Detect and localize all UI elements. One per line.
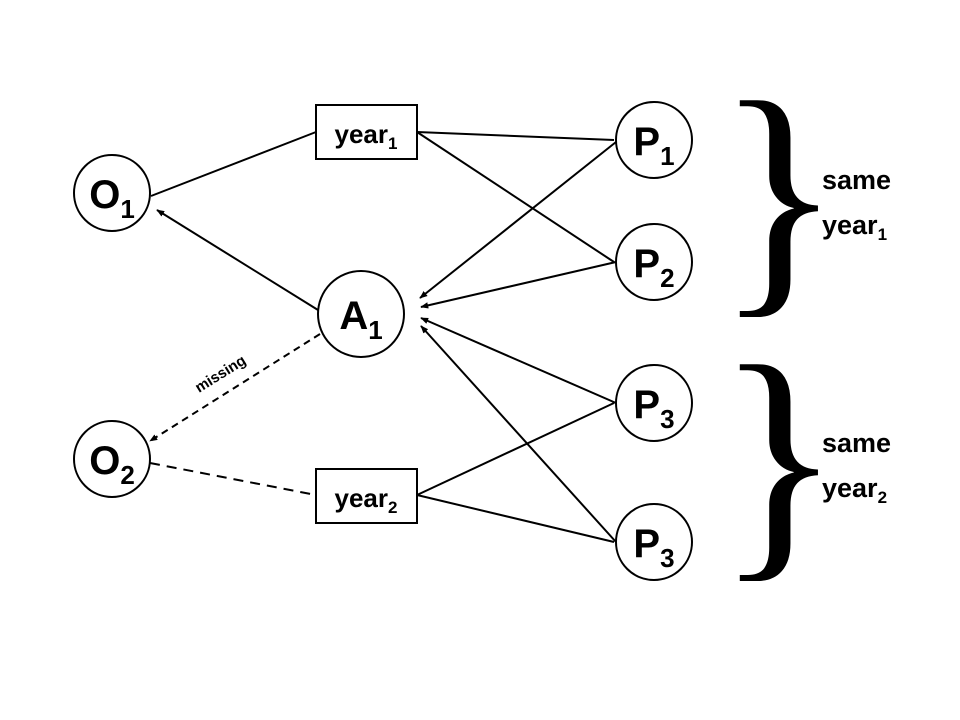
svg-text:A1: A1 [339,294,382,345]
svg-text:O1: O1 [89,173,135,224]
group-bottom-label: same year2 [822,428,891,507]
svg-text:P3: P3 [633,383,674,434]
group-bottom-line2-sub: 2 [878,488,887,507]
edge-p3b-a1 [420,325,617,543]
node-p1-sub: 1 [660,141,674,171]
node-p1-label: P [633,120,660,164]
brace-top: } [716,49,842,339]
year2-box-label: year [335,483,389,513]
svg-text:year2: year2 [822,473,887,507]
brace-bottom: } [716,313,842,603]
group-bottom-line1: same [822,428,891,458]
edge-a1-o2-missing [149,333,321,442]
missing-label: missing [192,352,249,396]
svg-text:P3: P3 [633,522,674,573]
year1-box: year1 [315,104,418,160]
edge-p3a-a1 [420,317,617,404]
node-o2: O2 [73,420,151,498]
node-p3b-label: P [633,522,660,566]
svg-text:O2: O2 [89,439,135,490]
edge-p2-a1 [420,261,617,309]
node-o1-label: O [89,173,120,217]
year2-box-sub: 2 [388,498,397,517]
group-top-line2-sub: 1 [878,225,887,244]
edge-p1-a1 [419,141,617,299]
year1-box-label: year [335,119,389,149]
node-p2-sub: 2 [660,263,674,293]
svg-text:year2: year2 [335,483,398,517]
edge-o2-year2-dashed [149,462,317,496]
node-a1-label: A [339,294,368,338]
svg-text:P1: P1 [633,120,674,171]
node-p3a: P3 [615,364,693,442]
edge-year2-p3a [416,402,615,496]
node-a1: A1 [317,270,405,358]
year2-box: year2 [315,468,418,524]
node-o1: O1 [73,154,151,232]
node-a1-sub: 1 [368,315,382,345]
group-bottom-line2: year [822,473,878,503]
node-p3b: P3 [615,503,693,581]
edge-year1-p2 [416,131,615,263]
svg-text:year1: year1 [822,210,887,244]
year1-box-sub: 1 [388,134,397,153]
edge-year2-p3b [416,494,615,543]
node-o1-sub: 1 [120,194,134,224]
node-o2-sub: 2 [120,460,134,490]
group-top-line1: same [822,165,891,195]
node-p2-label: P [633,242,660,286]
svg-text:P2: P2 [633,242,674,293]
node-o2-label: O [89,439,120,483]
group-top-line2: year [822,210,878,240]
node-p3b-sub: 3 [660,543,674,573]
edge-year1-p1 [416,131,615,141]
edge-year1-o1 [150,131,317,197]
edge-a1-o1 [156,209,319,311]
edges [149,131,617,543]
node-p3a-sub: 3 [660,404,674,434]
node-p2: P2 [615,223,693,301]
node-p3a-label: P [633,383,660,427]
node-p1: P1 [615,101,693,179]
svg-text:year1: year1 [335,119,398,153]
group-top-label: same year1 [822,165,891,244]
